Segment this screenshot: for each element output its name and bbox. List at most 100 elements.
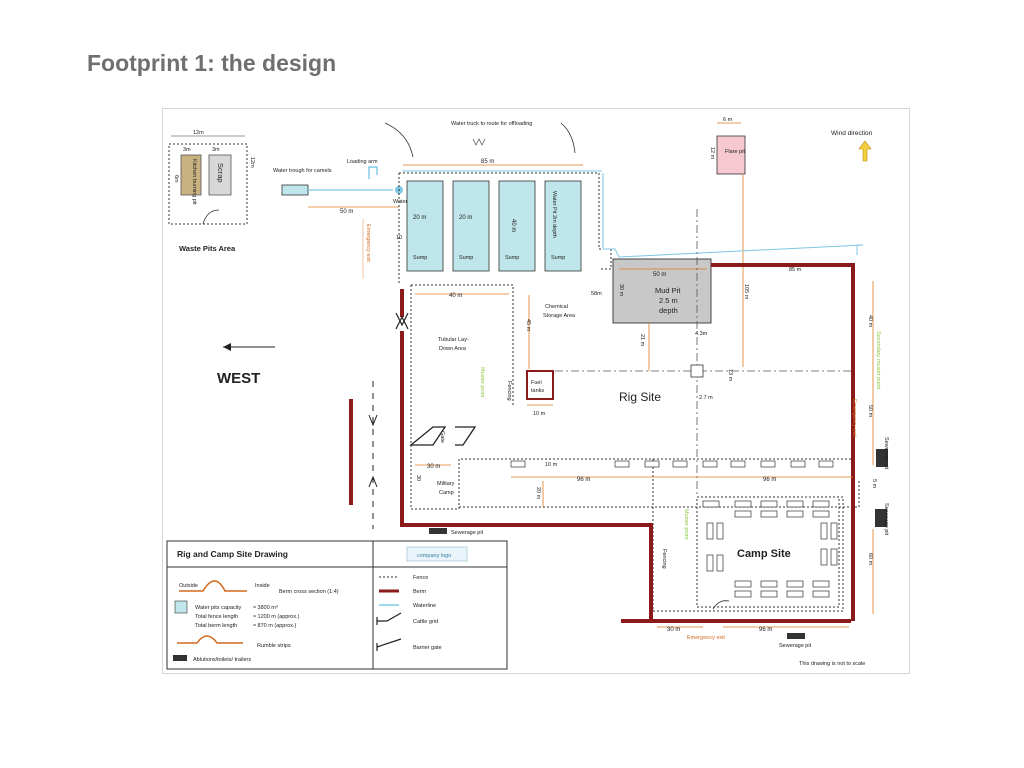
water-pit-3: [498, 180, 536, 272]
bottom-dim-96: 96 m: [759, 627, 772, 633]
legend-frame: [166, 540, 508, 670]
trailer: [812, 580, 830, 588]
sewerage-pit-1: [876, 449, 888, 467]
flare-dist-label: 105 m: [743, 284, 749, 300]
site-diagram: 12m 12m 3m 3m 6m Kitchen burning pit Scr…: [162, 108, 910, 674]
mud-pit-label: Mud Pit: [655, 286, 681, 295]
site-diagram-svg: 12m 12m 3m 3m 6m Kitchen burning pit Scr…: [166, 117, 889, 670]
dim-20: 20 m: [535, 487, 541, 500]
water-pit-1-sump: Sump: [413, 255, 427, 261]
rumble-strip: [818, 460, 834, 468]
barrier-gate-icon-1: [409, 426, 447, 446]
kitchen-burning-pit: [180, 154, 202, 196]
military-dim: 30: [415, 475, 421, 481]
scrap-pit-label: Scrap: [216, 163, 225, 183]
tubular-w-label: 40 m: [449, 293, 462, 299]
gate-label: Gate: [439, 431, 445, 443]
right-dim-50: 50 m: [867, 405, 873, 418]
tubular-h-label: 45 m: [525, 319, 531, 332]
fence-middle-bottom: [459, 481, 860, 508]
mud-pit-depth: 2.5 m: [659, 296, 678, 305]
water-pits-block: 20 m Sump 20 m Sump 40 m Sump Water Pit …: [396, 170, 612, 285]
tubular-area-label-2: Down Area: [439, 346, 467, 352]
pits-side-dim: 10: [396, 235, 402, 241]
rumble-strip-legend-icon: [177, 635, 243, 644]
legend-outside: Outside: [179, 583, 198, 589]
water-well-label: Water well: [393, 199, 418, 205]
emergency-exit-2: Emergency exit: [851, 399, 857, 437]
fence-tubular-inner: [411, 284, 514, 405]
mud-w-label: 50 m: [653, 272, 666, 278]
chemical-area-label-2: Storage Area: [543, 313, 576, 319]
rumble-strip: [790, 460, 806, 468]
legend-pit-capacity-val: ≈ 3800 m³: [253, 605, 278, 611]
tubular-dims: 40 m 45 m Emergency exit: [362, 219, 531, 369]
water-pit-2-sump: Sump: [459, 255, 473, 261]
waste-height-label: 12m: [249, 157, 255, 168]
trailer: [812, 500, 830, 508]
entrance-arrow-2: [368, 475, 378, 488]
dim-96-b: 96 m: [763, 477, 776, 483]
fuel-tanks-label-2: tanks: [531, 388, 544, 394]
flare-pit-group: 6 m 12 m Flare pit 105 m Wind direction: [709, 117, 873, 367]
barrier-gate-legend-icon: [376, 638, 402, 651]
trailer: [760, 510, 778, 518]
bottom-dim-30: 30 m: [667, 627, 680, 633]
trailer: [786, 590, 804, 598]
fuel-tanks-label: Fuel: [531, 380, 542, 386]
right-dim-60: 60 m: [867, 553, 873, 566]
gate-arc-left: [384, 122, 414, 158]
berm-right-perimeter: [711, 263, 855, 621]
trailer: [734, 510, 752, 518]
legend-fence: Fence: [413, 575, 428, 581]
rig-dim-27: 2.7 m: [699, 395, 713, 401]
fuel-tanks: [526, 370, 554, 400]
water-pit-4-label: Water Pit 2m depth: [551, 191, 557, 238]
emergency-exit-1: Emergency exit: [365, 224, 371, 262]
cattle-grid-icon-1: [395, 312, 409, 330]
emergency-exit-3: Emergency exit: [687, 635, 725, 641]
top-dim-label: 85 m: [481, 159, 494, 165]
rumble-strip: [760, 460, 776, 468]
dim-10-a: 10 m: [545, 462, 558, 468]
legend-barrier-gate: Barrier gate: [413, 645, 442, 651]
west-label: WEST: [217, 370, 260, 387]
legend-waterline: Waterline: [413, 603, 436, 609]
sewerage-pit-3: [429, 528, 447, 534]
legend-rumble: Rumble strips: [257, 643, 291, 649]
trailer: [830, 548, 838, 566]
gate-arc-right: [560, 122, 576, 154]
sewerage-pit-4: [787, 633, 805, 639]
legend-cattle-grid: Cattle grid: [413, 619, 438, 625]
waste-gate-arc: [202, 209, 220, 225]
camp-gate-arc: [712, 600, 730, 610]
waste-area-title: Waste Pits Area: [179, 244, 236, 253]
fence-camp-outer: [652, 459, 844, 612]
trailer: [702, 500, 720, 508]
waste-pit1-w: 3m: [183, 147, 191, 153]
military-camp-label-2: Camp: [439, 490, 454, 496]
rumble-strip: [614, 460, 630, 468]
sewerage-pit-4-label: Sewerage pit: [779, 643, 812, 649]
flare-w-label: 6 m: [723, 117, 733, 123]
legend-inside: Inside: [255, 583, 270, 589]
rumble-strip: [672, 460, 688, 468]
water-pit-4-sump: Sump: [551, 255, 565, 261]
fence-mud-link: [599, 261, 612, 270]
trailer: [760, 580, 778, 588]
site-fence: [410, 261, 860, 612]
trailer: [734, 500, 752, 508]
waste-width-label: 12m: [193, 130, 204, 136]
trailer: [760, 500, 778, 508]
west-arrow-icon: [223, 343, 231, 351]
pits-fence-top: [399, 172, 612, 261]
chemical-area-label-1: Chemical: [545, 304, 568, 310]
slide-title: Footprint 1: the design: [87, 50, 337, 76]
flare-pit: [716, 135, 746, 175]
legend-berm: Berm: [413, 589, 427, 595]
water-source-label: Water truck to route for offloading: [451, 121, 532, 127]
mud-pit-group: 50 m 30 m Mud Pit 2.5 m depth 4.3m 58m 2…: [591, 258, 712, 371]
muster-point-2: Secondary muster point: [875, 331, 881, 390]
water-pit-1-w: 20 m: [413, 215, 426, 221]
trailer: [706, 554, 714, 572]
